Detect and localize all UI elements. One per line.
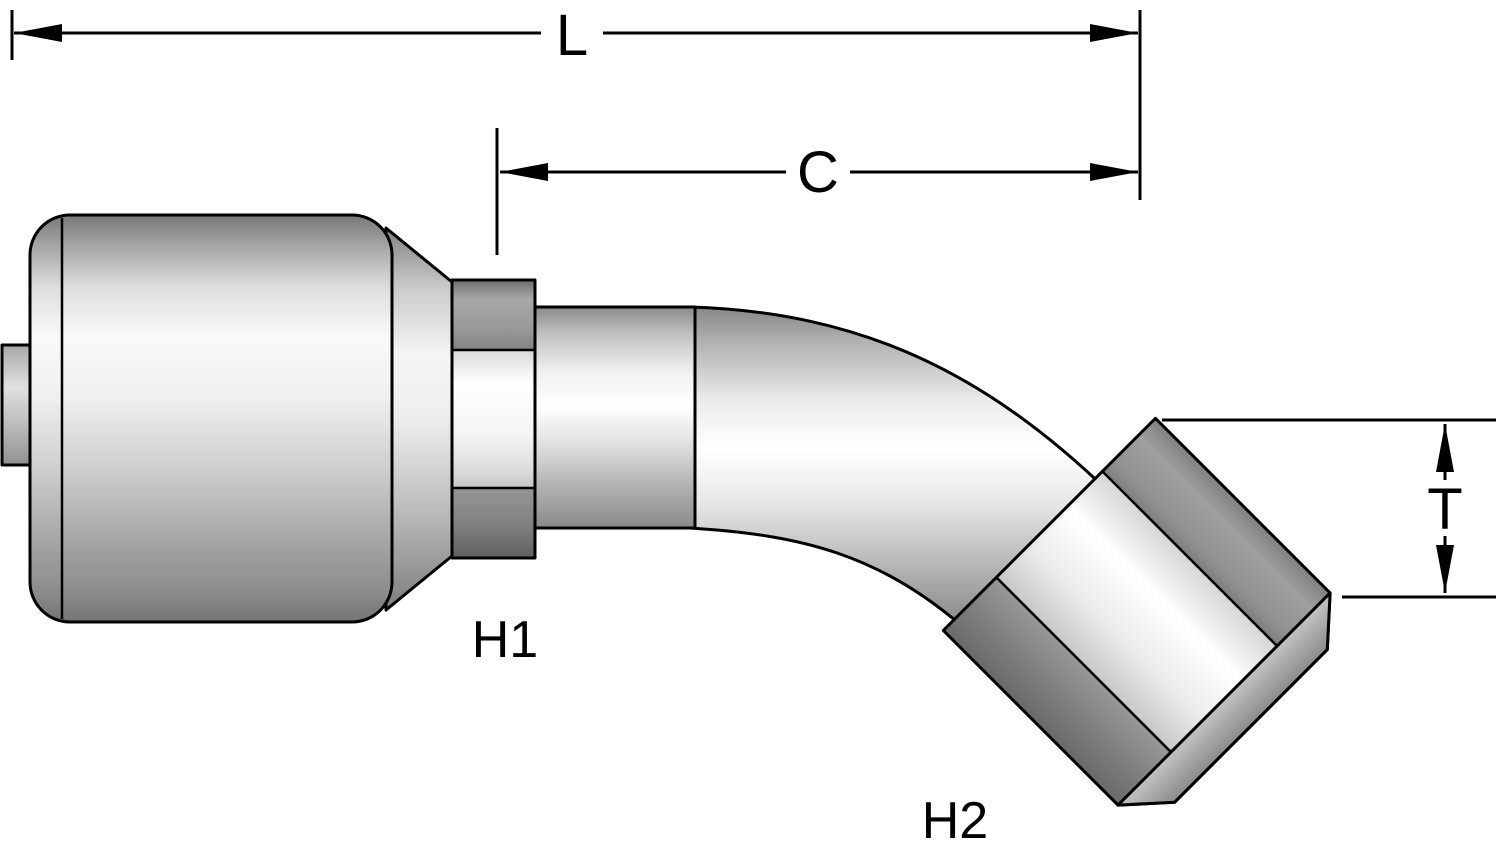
label-nut-height: T	[1427, 477, 1462, 542]
crimp-ferrule	[28, 213, 394, 624]
dimension-t: T	[1421, 424, 1469, 593]
nut-hex-edge-upper	[1101, 470, 1278, 647]
arrow-right-icon	[1090, 163, 1138, 181]
taper-cone	[384, 226, 454, 612]
dimension-l: L	[14, 3, 1138, 68]
label-c-mask	[786, 144, 850, 202]
label-l-mask	[541, 5, 603, 63]
hex-h1	[450, 278, 537, 560]
label-overall-length: L	[556, 3, 588, 68]
arrow-right-icon	[1090, 24, 1138, 42]
label-hex-h2: H2	[922, 792, 988, 850]
fitting-body	[0, 213, 1332, 807]
dimension-c: C	[500, 140, 1138, 205]
arrow-left-icon	[14, 24, 62, 42]
label-hex-h1: H1	[472, 611, 538, 669]
dimension-annotations: L C T H1 H2	[10, 3, 1496, 850]
label-t-mask	[1421, 480, 1469, 536]
arrow-up-icon	[1436, 424, 1454, 472]
swivel-nut-h2	[941, 416, 1332, 807]
nut-hex-edge-lower	[995, 576, 1172, 753]
neck-cylinder	[530, 305, 697, 530]
label-cutoff-length: C	[797, 140, 839, 205]
arrow-down-icon	[1436, 545, 1454, 593]
arrow-left-icon	[500, 163, 548, 181]
